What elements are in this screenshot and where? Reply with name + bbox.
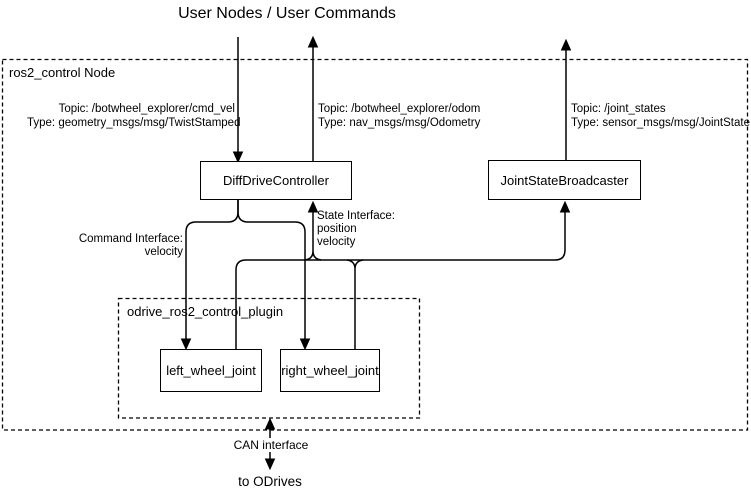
edge-cmd-vel — [232, 37, 244, 164]
node-left-wheel-joint: left_wheel_joint — [160, 349, 262, 392]
command-interface-annotation: Command Interface: velocity — [33, 233, 183, 259]
command-interface-line1: Command Interface: — [78, 233, 183, 245]
can-interface-label: CAN interface — [221, 438, 321, 452]
edge-command-right-wheel — [237, 200, 311, 351]
edge-odom — [307, 35, 319, 161]
edge-state-to-diffdrive — [304, 200, 322, 261]
node-right-wheel-joint: right_wheel_joint — [280, 349, 380, 392]
state-interface-annotation: State Interface: position velocity — [317, 210, 395, 249]
ros2-control-node-boundary — [1, 58, 749, 431]
edge-joint-states — [560, 38, 572, 160]
topic-odom-annotation: Topic: /botwheel_explorer/odom Type: nav… — [318, 102, 480, 130]
topic-joint-states-type: Type: sensor_msgs/msg/JointState — [571, 117, 750, 129]
state-interface-line2: position — [317, 223, 357, 235]
diff-drive-controller-label: DiffDriveController — [223, 173, 329, 188]
node-joint-state-broadcaster: JointStateBroadcaster — [488, 160, 641, 200]
topic-odom-name: Topic: /botwheel_explorer/odom — [318, 103, 481, 115]
command-interface-line2: velocity — [144, 246, 183, 258]
can-interface-text: CAN interface — [231, 438, 311, 452]
state-interface-line1: State Interface: — [317, 210, 395, 222]
edge-state-right-wheel — [346, 259, 364, 349]
topic-odom-type: Type: nav_msgs/msg/Odometry — [318, 117, 481, 129]
odrive-plugin-label: odrive_ros2_control_plugin — [127, 304, 284, 319]
edge-state-bus — [235, 200, 571, 349]
topic-cmd-vel-annotation: Topic: /botwheel_explorer/cmd_vel Type: … — [27, 102, 241, 130]
joint-state-broadcaster-label: JointStateBroadcaster — [500, 172, 629, 188]
left-wheel-joint-label: left_wheel_joint — [166, 363, 256, 378]
state-interface-line3: velocity — [317, 236, 356, 248]
odrive-plugin-boundary — [117, 297, 421, 419]
right-wheel-joint-label: right_wheel_joint — [281, 363, 379, 378]
node-diff-drive-controller: DiffDriveController — [200, 161, 352, 200]
topic-cmd-vel-type: Type: geometry_msgs/msg/TwistStamped — [27, 117, 241, 129]
page-title: User Nodes / User Commands — [178, 5, 396, 22]
to-odrives-label: to ODrives — [238, 474, 302, 489]
topic-joint-states-name: Topic: /joint_states — [571, 103, 666, 115]
ros2-control-node-label: ros2_control Node — [9, 65, 116, 80]
topic-cmd-vel-name: Topic: /botwheel_explorer/cmd_vel — [58, 103, 235, 115]
edge-command-left-wheel — [180, 200, 239, 351]
topic-joint-states-annotation: Topic: /joint_states Type: sensor_msgs/m… — [571, 102, 750, 130]
